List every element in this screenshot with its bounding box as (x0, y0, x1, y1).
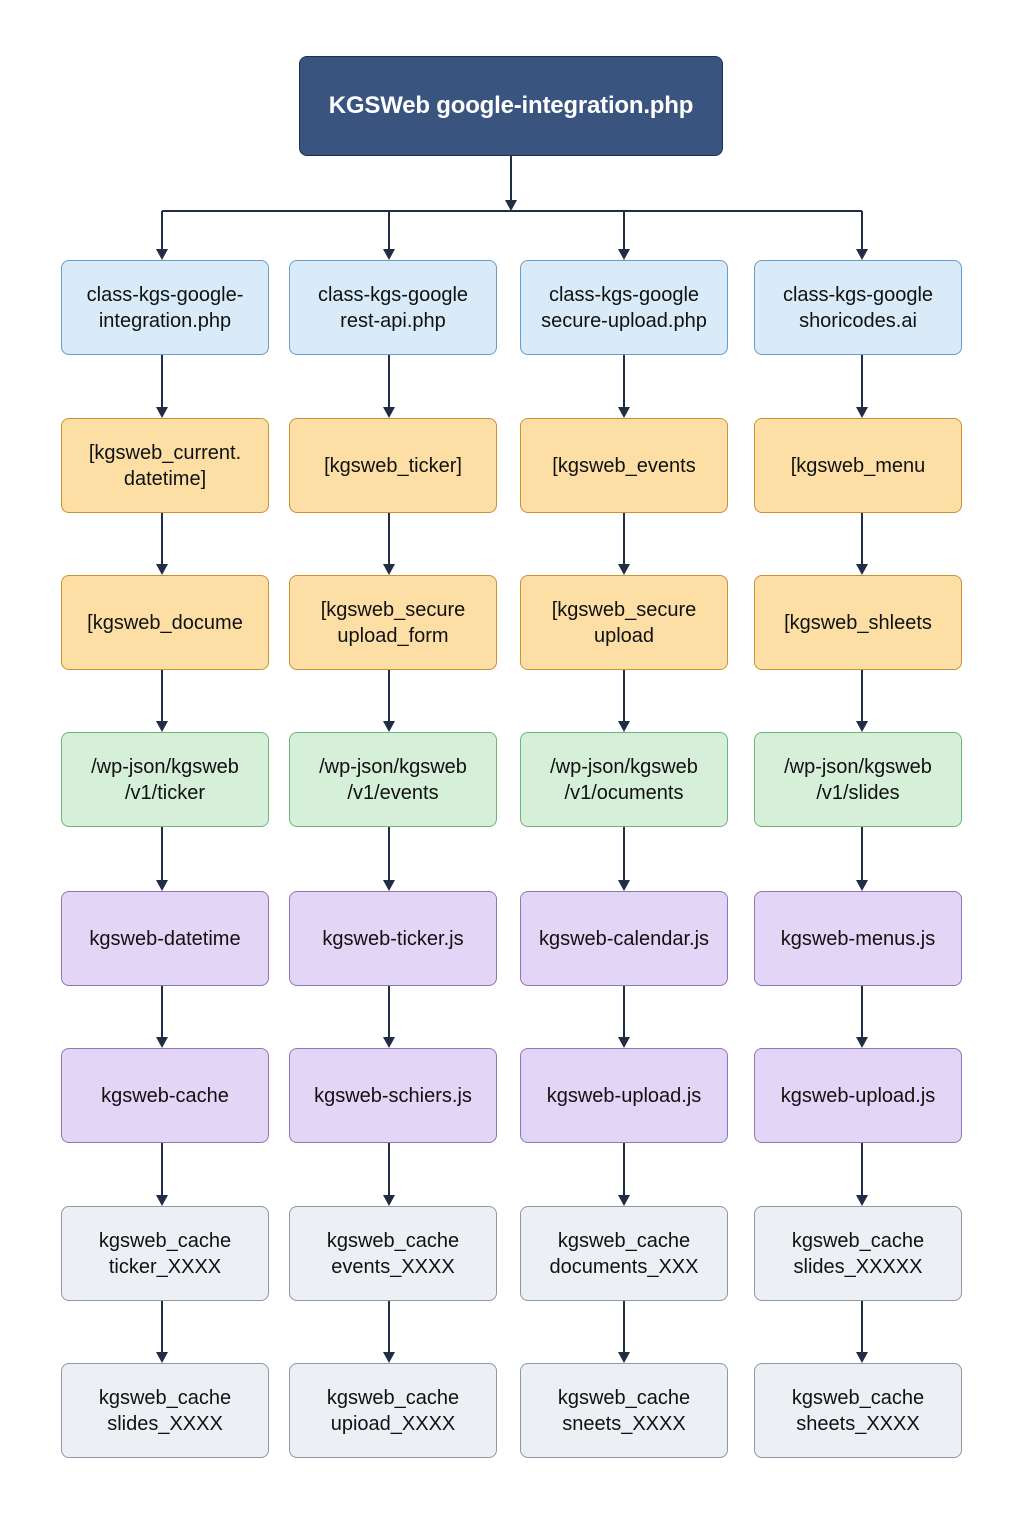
shortcode-node: [kgsweb_secure upload (520, 575, 728, 670)
arrowhead (856, 564, 868, 575)
arrowhead (618, 1195, 630, 1206)
arrowhead (383, 1195, 395, 1206)
arrowhead (383, 407, 395, 418)
script-node: kgsweb-cache (61, 1048, 269, 1143)
arrowhead (383, 1037, 395, 1048)
rest-endpoint-node: /wp-json/kgsweb /v1/slides (754, 732, 962, 827)
rest-endpoint-node: /wp-json/kgsweb /v1/events (289, 732, 497, 827)
class-file-node: class-kgs-google rest-api.php (289, 260, 497, 355)
arrowhead (383, 1352, 395, 1363)
cache-node: kgsweb_cache upioad_XXXX (289, 1363, 497, 1458)
arrowhead (856, 249, 868, 260)
arrowhead (856, 407, 868, 418)
arrowhead (856, 1195, 868, 1206)
script-node: kgsweb-ticker.js (289, 891, 497, 986)
cache-node: kgsweb_cache events_XXXX (289, 1206, 497, 1301)
arrowhead (383, 564, 395, 575)
script-node: kgsweb-schiers.js (289, 1048, 497, 1143)
arrowhead (156, 880, 168, 891)
arrowhead (856, 721, 868, 732)
arrowhead (156, 407, 168, 418)
shortcode-node: [kgsweb_menu (754, 418, 962, 513)
arrowhead (156, 564, 168, 575)
arrowhead (383, 249, 395, 260)
cache-node: kgsweb_cache slides_XXXX (61, 1363, 269, 1458)
arrowhead (383, 721, 395, 732)
root-file-node: KGSWeb google-integration.php (299, 56, 723, 156)
script-node: kgsweb-upload.js (520, 1048, 728, 1143)
arrowhead (505, 200, 517, 211)
arrowhead (156, 249, 168, 260)
shortcode-node: [kgsweb_events (520, 418, 728, 513)
class-file-node: class-kgs-google secure-upload.php (520, 260, 728, 355)
arrowhead (156, 1195, 168, 1206)
arrowhead (856, 880, 868, 891)
script-node: kgsweb-calendar.js (520, 891, 728, 986)
rest-endpoint-node: /wp-json/kgsweb /v1/ticker (61, 732, 269, 827)
cache-node: kgsweb_cache slides_XXXXX (754, 1206, 962, 1301)
class-file-node: class-kgs-google- integration.php (61, 260, 269, 355)
arrowhead (618, 564, 630, 575)
arrowhead (156, 1352, 168, 1363)
arrowhead (618, 721, 630, 732)
cache-node: kgsweb_cache sheets_XXXX (754, 1363, 962, 1458)
arrowhead (618, 1352, 630, 1363)
arrowhead (856, 1037, 868, 1048)
class-file-node: class-kgs-google shoricodes.ai (754, 260, 962, 355)
arrowhead (856, 1352, 868, 1363)
arrowhead (383, 880, 395, 891)
shortcode-node: [kgsweb_current. datetime] (61, 418, 269, 513)
cache-node: kgsweb_cache ticker_XXXX (61, 1206, 269, 1301)
cache-node: kgsweb_cache documents_XXX (520, 1206, 728, 1301)
rest-endpoint-node: /wp-json/kgsweb /v1/ocuments (520, 732, 728, 827)
shortcode-node: [kgsweb_docume (61, 575, 269, 670)
arrowhead (156, 721, 168, 732)
arrowhead (618, 249, 630, 260)
script-node: kgsweb-datetime (61, 891, 269, 986)
arrowhead (156, 1037, 168, 1048)
shortcode-node: [kgsweb_ticker] (289, 418, 497, 513)
arrowhead (618, 1037, 630, 1048)
shortcode-node: [kgsweb_shleets (754, 575, 962, 670)
shortcode-node: [kgsweb_secure upload_form (289, 575, 497, 670)
arrowhead (618, 407, 630, 418)
arrowhead (618, 880, 630, 891)
script-node: kgsweb-menus.js (754, 891, 962, 986)
script-node: kgsweb-upload.js (754, 1048, 962, 1143)
cache-node: kgsweb_cache sneets_XXXX (520, 1363, 728, 1458)
